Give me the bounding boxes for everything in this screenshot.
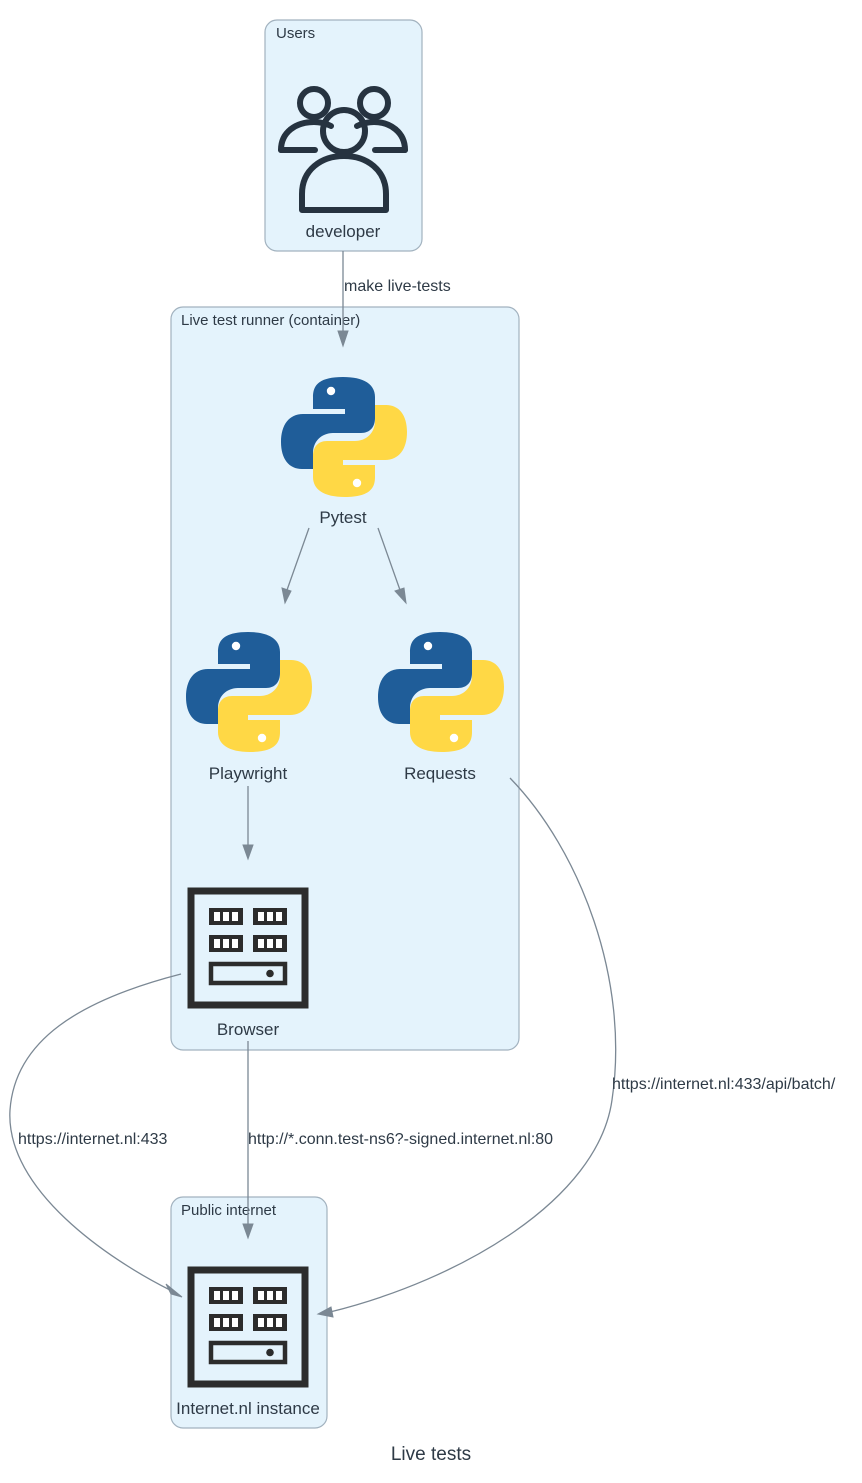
node-internet-nl-instance: Internet.nl instance (176, 1270, 320, 1418)
edge-label-http-80: http://*.conn.test-ns6?-signed.internet.… (248, 1131, 553, 1148)
edge-label-make-live-tests: make live-tests (344, 278, 451, 295)
node-browser: Browser (191, 891, 305, 1039)
cluster-runner-label: Live test runner (container) (181, 312, 360, 329)
edge-label-api-batch: https://internet.nl:433/api/batch/ (612, 1076, 836, 1093)
node-label-browser: Browser (217, 1020, 280, 1039)
node-playwright: Playwright (186, 632, 312, 783)
edge-requests-to-instance: https://internet.nl:433/api/batch/ (316, 777, 836, 1318)
edge-browser-to-instance-mid: http://*.conn.test-ns6?-signed.internet.… (242, 1041, 553, 1240)
cluster-public-internet: Public internet (170, 1196, 328, 1429)
node-developer: developer (281, 89, 405, 241)
edge-pytest-to-requests (377, 527, 407, 605)
node-label-requests: Requests (404, 764, 476, 783)
node-label-pytest: Pytest (319, 508, 367, 527)
node-label-instance: Internet.nl instance (176, 1399, 320, 1418)
node-label-playwright: Playwright (209, 764, 288, 783)
edge-developer-to-pytest: make live-tests (337, 251, 451, 348)
edge-browser-to-instance-left: https://internet.nl:433 (9, 973, 183, 1298)
edge-playwright-to-browser (242, 786, 254, 861)
edge-pytest-to-playwright (281, 527, 310, 605)
cluster-internet-label: Public internet (181, 1202, 277, 1219)
edge-label-https-433: https://internet.nl:433 (18, 1131, 168, 1148)
node-label-developer: developer (306, 222, 381, 241)
cluster-live-test-runner: Live test runner (container) (170, 306, 520, 1051)
node-pytest: Pytest (281, 377, 407, 527)
cluster-users-label: Users (276, 25, 315, 42)
node-requests: Requests (378, 632, 504, 783)
diagram-title: Live tests (391, 1444, 471, 1465)
